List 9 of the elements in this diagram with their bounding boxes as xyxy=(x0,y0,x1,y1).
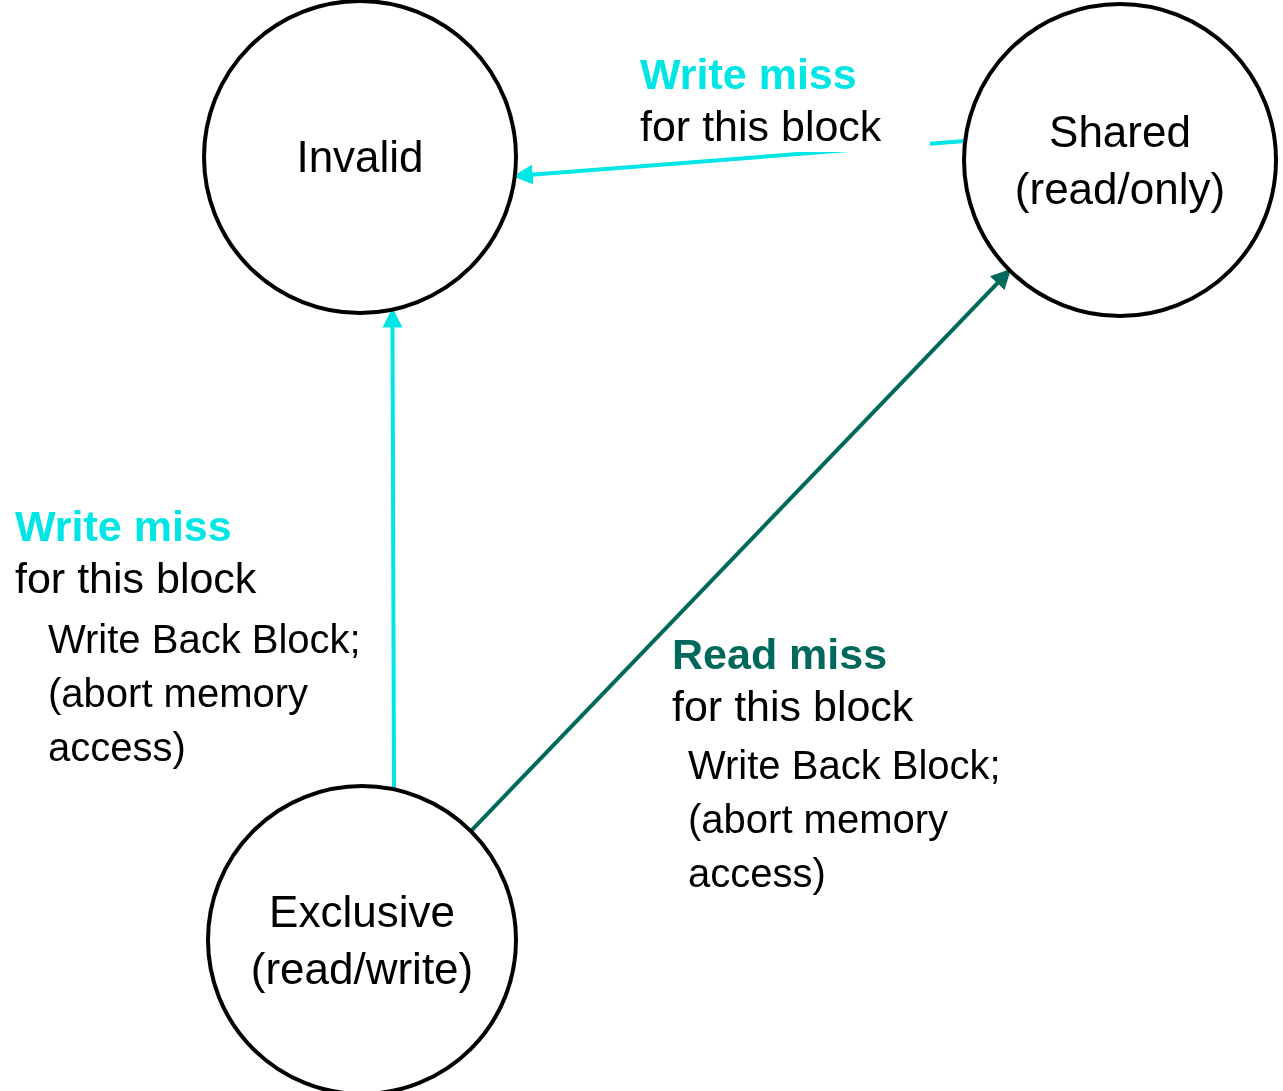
state-name: Invalid xyxy=(295,131,425,184)
state-circle xyxy=(962,2,1278,318)
action-note: Write Back Block; (abort memory access) xyxy=(48,616,362,771)
state-name: Exclusive (read/write) xyxy=(249,885,475,995)
state-circle xyxy=(206,784,518,1091)
state-circle xyxy=(202,0,518,315)
state-name: Shared (read/only) xyxy=(1013,105,1227,215)
action-note: Write Back Block; (abort memory access) xyxy=(688,742,1002,897)
arrow xyxy=(469,268,1012,833)
